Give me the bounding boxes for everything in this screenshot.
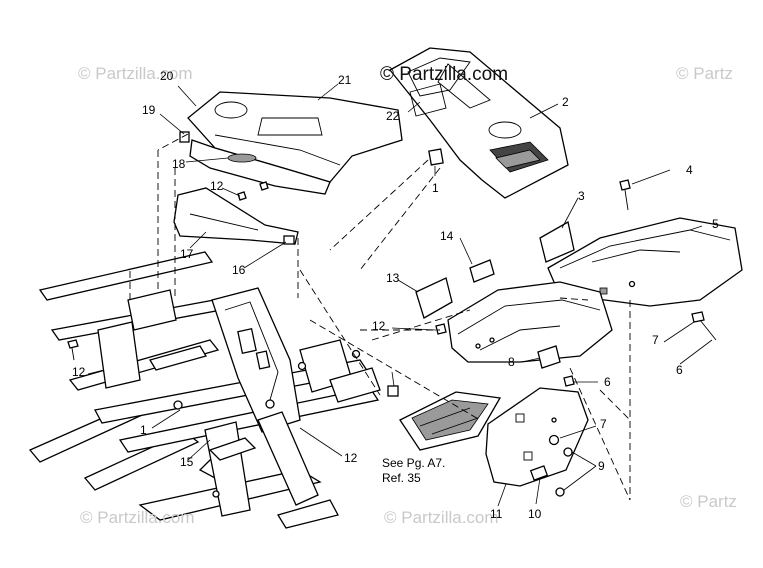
footrest-part-15	[399, 391, 502, 451]
decal-part-3	[539, 220, 575, 263]
rear-fender-part-5	[547, 217, 743, 307]
callout-12-left: 12	[72, 365, 86, 379]
callout-15: 15	[180, 455, 194, 469]
callout-1-top: 1	[432, 181, 439, 195]
callout-6-center: 6	[604, 375, 611, 389]
callout-17: 17	[180, 247, 194, 261]
callout-21: 21	[338, 73, 352, 87]
callout-20: 20	[160, 69, 174, 83]
reference-note: See Pg. A7. Ref. 35	[382, 456, 445, 486]
callout-16: 16	[232, 263, 246, 277]
watermark-bottom-right: © Partz	[680, 492, 737, 511]
decal-part-14	[469, 259, 495, 283]
leader-lines	[87, 83, 713, 507]
callout-13: 13	[386, 271, 400, 285]
reference-note-line-2: Ref. 35	[382, 471, 421, 485]
frame-assembly	[28, 251, 381, 529]
fasteners	[387, 179, 717, 497]
watermark-bottom-left: © Partzilla.com	[80, 508, 195, 527]
callout-11: 11	[490, 507, 503, 521]
callout-12-top: 12	[210, 179, 224, 193]
assembly-lines	[129, 133, 631, 501]
callout-1-left: 1	[140, 423, 147, 437]
mud-flap-part-11	[485, 387, 589, 487]
center-fender-part-14	[447, 281, 613, 363]
callout-4: 4	[686, 163, 693, 177]
callout-8: 8	[508, 355, 515, 369]
callout-6-right: 6	[676, 363, 683, 377]
front-cab-assembly	[173, 91, 444, 245]
callout-22: 22	[386, 109, 400, 123]
callout-5: 5	[712, 217, 719, 231]
front-panel-part-2	[389, 47, 569, 199]
callout-3: 3	[578, 189, 585, 203]
callout-12-bottom: 12	[344, 451, 358, 465]
reference-note-line-1: See Pg. A7.	[382, 456, 446, 470]
callout-18: 18	[172, 157, 186, 171]
callout-12-center: 12	[372, 319, 386, 333]
callout-9: 9	[598, 459, 605, 473]
watermark-main: © Partzilla.com	[380, 64, 509, 85]
callout-10: 10	[528, 507, 542, 521]
callout-19: 19	[142, 103, 156, 117]
callout-14: 14	[440, 229, 454, 243]
callout-7-right: 7	[652, 333, 659, 347]
decal-part-13	[415, 277, 453, 319]
watermark-top-right: © Partz	[676, 64, 733, 83]
callout-2: 2	[562, 95, 569, 109]
watermark-bottom-center: © Partzilla.com	[384, 508, 499, 527]
callout-7-center: 7	[600, 417, 607, 431]
watermark-top-left: © Partzilla.com	[78, 64, 193, 83]
